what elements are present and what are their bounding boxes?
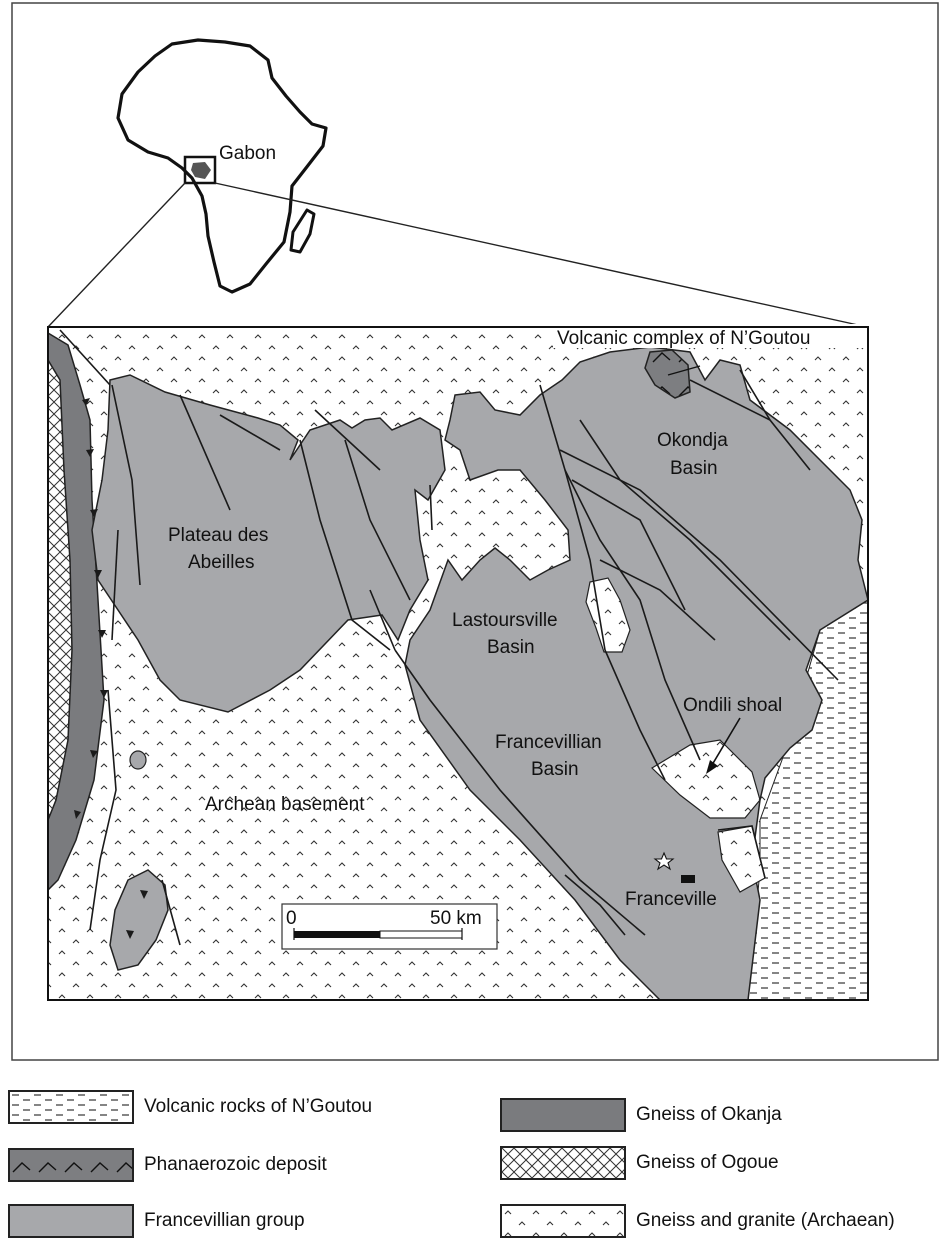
legend-label-volcanic: Volcanic rocks of N’Goutou — [144, 1096, 373, 1117]
francevillian-west-block — [91, 374, 446, 713]
fault-lines — [59, 329, 839, 946]
scale-bar: 0 50 km — [281, 903, 498, 950]
legend-item-volcanic: Volcanic rocks of N’Goutou — [8, 1089, 372, 1125]
legend-item-ogoue: Gneiss of Ogoue — [500, 1145, 779, 1181]
archean-inlier-ondili — [651, 739, 761, 819]
plateau-label-line2: Abeilles — [188, 552, 255, 573]
legend-label-okanja: Gneiss of Okanja — [636, 1104, 782, 1125]
star-marker — [653, 851, 675, 871]
archean-inlier-lastoursville — [585, 577, 631, 653]
legend-swatch-volcanic — [8, 1090, 134, 1124]
gabon-locator-box — [183, 155, 217, 185]
legend-label-phanaerozoic: Phanaerozoic deposit — [144, 1154, 327, 1175]
figure-frame — [11, 2, 939, 1061]
francevillian-label-line1: Francevillian — [495, 732, 602, 753]
main-map: Volcanic complex of N’Goutou Okondja Bas… — [47, 324, 869, 1001]
legend-swatch-phanaerozoic — [8, 1148, 134, 1182]
legend-label-gneiss-granite: Gneiss and granite (Archaean) — [636, 1210, 895, 1231]
lastoursville-label-line1: Lastoursville — [452, 610, 558, 631]
africa-outline — [116, 38, 328, 294]
francevillian-label-line2: Basin — [531, 759, 579, 780]
plateau-label-line1: Plateau des — [168, 525, 268, 546]
gneiss-okanja-area — [47, 331, 105, 892]
legend-swatch-ogoue — [500, 1146, 626, 1180]
archean-basement-label: Archean basement — [205, 794, 365, 815]
gabon-label: Gabon — [219, 143, 276, 164]
okondja-label-line2: Basin — [670, 458, 718, 479]
francevillian-southwest-outlier — [109, 869, 169, 971]
map-frame — [47, 326, 869, 1001]
ondili-arrow — [711, 717, 741, 766]
scale-bar-start: 0 — [286, 908, 297, 929]
franceville-label: Franceville — [625, 889, 717, 910]
lastoursville-label-line2: Basin — [487, 637, 535, 658]
volcanic-complex-arrow — [667, 365, 701, 376]
francevillian-small-outlier — [129, 750, 147, 770]
madagascar-outline — [289, 208, 316, 254]
ondili-label: Ondili shoal — [683, 695, 782, 716]
okondja-label-line1: Okondja — [657, 430, 728, 451]
legend-swatch-okanja — [500, 1098, 626, 1132]
legend-swatch-gneiss-granite — [500, 1204, 626, 1238]
legend-item-okanja: Gneiss of Okanja — [500, 1097, 782, 1133]
geologic-map-figure: Gabon — [11, 2, 939, 1061]
scale-bar-end: 50 km — [430, 908, 482, 929]
legend-item-gneiss-granite: Gneiss and granite (Archaean) — [500, 1203, 895, 1239]
ondili-arrow-head — [706, 760, 718, 774]
volcanic-complex-ngoutou — [644, 349, 691, 399]
legend-item-phanaerozoic: Phanaerozoic deposit — [8, 1147, 327, 1183]
projection-line-left — [47, 182, 186, 328]
legend-swatch-francevillian — [8, 1204, 134, 1238]
legend-label-francevillian: Francevillian group — [144, 1210, 305, 1231]
legend: Volcanic rocks of N’Goutou Gneiss of Oka… — [0, 1085, 946, 1241]
gabon-shape — [191, 162, 211, 179]
legend-item-francevillian: Francevillian group — [8, 1203, 305, 1239]
volcanic-complex-label: Volcanic complex of N’Goutou — [557, 328, 810, 349]
projection-line-right — [214, 182, 868, 328]
thrust-ticks — [74, 398, 148, 939]
africa-inset: Gabon — [116, 38, 328, 294]
franceville-town-marker — [681, 875, 695, 883]
legend-label-ogoue: Gneiss of Ogoue — [636, 1152, 779, 1173]
